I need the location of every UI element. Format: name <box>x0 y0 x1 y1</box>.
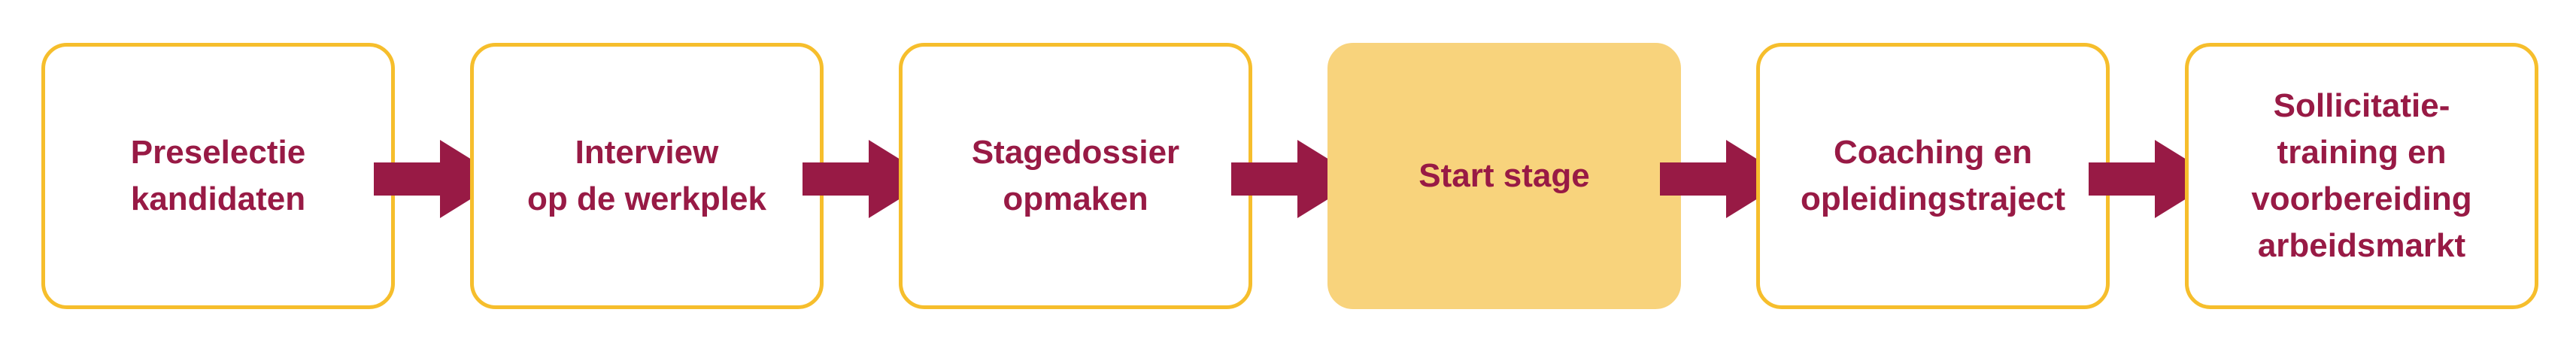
step-label: Coaching en opleidingstraject <box>1800 134 2066 217</box>
step-label: Interview op de werkplek <box>527 134 766 217</box>
step-label: Start stage <box>1418 157 1590 194</box>
step-sollicitatietraining-arbeidsmarkt: Sollicitatie- training en voorbereiding … <box>2185 43 2538 309</box>
step-stagedossier-opmaken: Stagedossier opmaken <box>899 43 1252 309</box>
step-label: Preselectie kandidaten <box>130 134 306 217</box>
step-preselectie-kandidaten: Preselectie kandidaten <box>41 43 395 309</box>
step-start-stage: Start stage <box>1327 43 1681 309</box>
step-interview-op-de-werkplek: Interview op de werkplek <box>470 43 824 309</box>
step-coaching-en-opleidingstraject: Coaching en opleidingstraject <box>1756 43 2110 309</box>
step-label: Sollicitatie- training en voorbereiding … <box>2251 87 2472 264</box>
step-label: Stagedossier opmaken <box>971 134 1180 217</box>
